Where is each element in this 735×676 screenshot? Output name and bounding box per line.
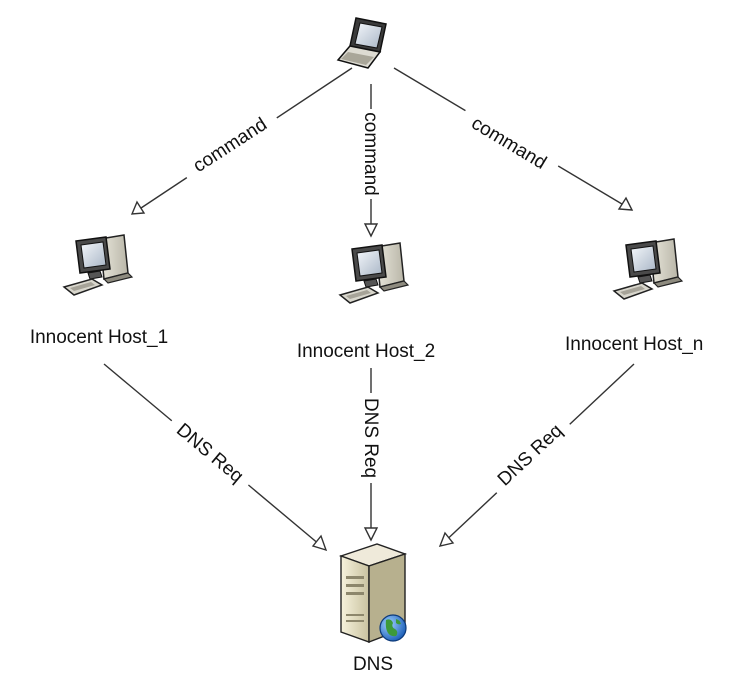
node-dns: DNS xyxy=(340,543,407,675)
desktop-computer-icon xyxy=(63,234,133,296)
desktop-computer-icon xyxy=(339,242,409,304)
edge-label-dnsreq-n: DNS Req xyxy=(494,420,567,490)
edge-label-dnsreq-1: DNS Req xyxy=(172,420,247,488)
node-label-host2: Innocent Host_2 xyxy=(297,341,435,362)
globe-icon xyxy=(379,614,407,642)
laptop-icon xyxy=(337,17,387,69)
node-label-dns: DNS xyxy=(353,654,393,675)
desktop-computer-icon xyxy=(613,238,683,300)
edge-command-host1: command xyxy=(130,67,353,215)
edge-dnsreq-host1: DNS Req xyxy=(103,363,328,552)
node-hostn: Innocent Host_n xyxy=(565,238,703,355)
edge-dnsreq-hostn: DNS Req xyxy=(438,363,635,547)
node-attacker xyxy=(337,17,387,69)
edge-command-hostn: command xyxy=(393,67,634,211)
edge-dnsreq-host2: DNS Req xyxy=(359,368,383,542)
node-host2: Innocent Host_2 xyxy=(297,242,435,362)
node-host1: Innocent Host_1 xyxy=(30,234,168,348)
node-label-hostn: Innocent Host_n xyxy=(565,334,703,355)
node-label-host1: Innocent Host_1 xyxy=(30,327,168,348)
edge-label-dnsreq-2: DNS Req xyxy=(360,398,381,478)
edge-label-command-2: command xyxy=(360,112,381,195)
edge-command-host2: command xyxy=(359,84,383,238)
